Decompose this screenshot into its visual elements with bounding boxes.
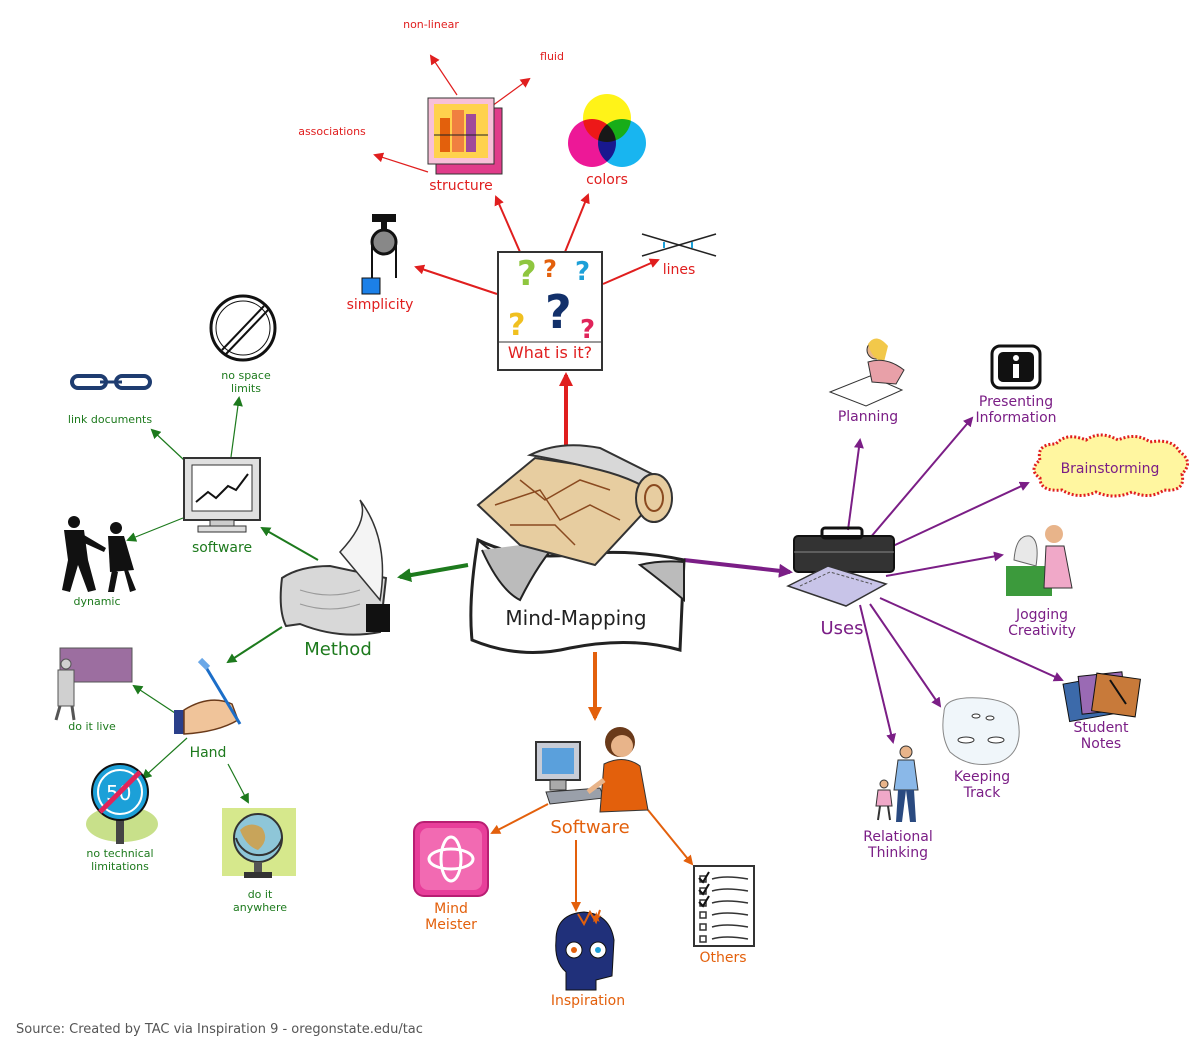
nospace-label: no space limits bbox=[221, 369, 271, 395]
checklist-icon bbox=[693, 865, 755, 947]
footprints-icon bbox=[942, 697, 1020, 765]
svg-text:?: ? bbox=[575, 257, 590, 287]
keeping-label: Keeping Track bbox=[953, 769, 1011, 802]
brainstorming-label: Brainstorming bbox=[1060, 461, 1160, 477]
edge-method-software bbox=[260, 527, 319, 561]
whatisit-label: What is it? bbox=[507, 343, 593, 362]
svg-text:?: ? bbox=[517, 254, 537, 294]
edge-software-dynamic bbox=[126, 517, 184, 542]
colors-label: colors bbox=[586, 172, 628, 188]
method-label: Method bbox=[304, 639, 372, 660]
edge-whatisit-colors bbox=[564, 193, 590, 253]
lines-label: lines bbox=[662, 262, 696, 278]
presenter-board-icon bbox=[54, 647, 133, 721]
source-caption: Source: Created by TAC via Inspiration 9… bbox=[16, 1022, 423, 1037]
planning-label: Planning bbox=[837, 409, 899, 425]
svg-text:?: ? bbox=[508, 308, 525, 343]
edge-structure-associations bbox=[373, 152, 429, 173]
inspiration-head-icon: ★ bbox=[555, 909, 615, 991]
colors-venn-icon bbox=[568, 94, 646, 167]
svg-text:?: ? bbox=[543, 255, 557, 283]
edge-center-method bbox=[397, 563, 469, 582]
inspiration-label: Inspiration bbox=[550, 993, 626, 1009]
relational-label: Relational Thinking bbox=[863, 829, 933, 862]
uses-label: Uses bbox=[820, 618, 864, 639]
brainstorm-cloud-icon bbox=[1032, 433, 1189, 498]
dynamic-label: dynamic bbox=[73, 595, 121, 608]
others-label: Others bbox=[699, 950, 747, 966]
hand-label: Hand bbox=[189, 745, 227, 761]
notebooks-icon bbox=[1062, 671, 1141, 723]
chain-link-icon bbox=[70, 374, 152, 390]
linkdocs-label: link documents bbox=[67, 413, 153, 426]
dancers-icon bbox=[62, 516, 136, 592]
edge-whatisit-structure bbox=[494, 195, 521, 253]
nonlinear-label: non-linear bbox=[403, 18, 459, 31]
center-scroll-icon bbox=[469, 444, 686, 654]
quill-scroll-icon bbox=[279, 499, 390, 636]
structure-icon bbox=[427, 97, 503, 175]
speed-sign-icon bbox=[209, 294, 277, 362]
edge-software-others bbox=[647, 809, 694, 866]
structure-label: structure bbox=[429, 178, 493, 194]
monitor-icon bbox=[183, 457, 261, 533]
hand-writing-icon bbox=[174, 657, 242, 735]
mindmeister-label: Mind Meister bbox=[425, 901, 477, 934]
edge-structure-fluid bbox=[491, 77, 531, 107]
jogging-label: Jogging Creativity bbox=[1008, 607, 1076, 640]
edge-uses-planning bbox=[847, 438, 864, 531]
pulley-icon bbox=[361, 214, 398, 295]
sculptor-icon bbox=[1006, 525, 1073, 596]
edge-uses-presenting bbox=[869, 416, 974, 539]
toolcase-keyboard-icon bbox=[786, 526, 895, 607]
crossed-sign-icon: 50 bbox=[86, 763, 158, 844]
globe-icon bbox=[222, 808, 296, 878]
edge-uses-brainstorming bbox=[879, 481, 1030, 553]
info-icon bbox=[990, 344, 1042, 390]
live-label: do it live bbox=[68, 720, 116, 733]
svg-text:★: ★ bbox=[590, 910, 603, 926]
anywhere-label: do it anywhere bbox=[232, 888, 287, 914]
notech-label: no technical limitations bbox=[86, 847, 154, 873]
svg-text:?: ? bbox=[580, 315, 595, 345]
software-method-label: software bbox=[191, 540, 253, 556]
edge-structure-nonlinear bbox=[429, 54, 458, 96]
edge-hand-notech bbox=[141, 737, 188, 780]
what-is-it-box: ? ? ? ? ? ? bbox=[497, 251, 603, 371]
edge-uses-student bbox=[879, 597, 1064, 682]
edge-hand-anywhere bbox=[227, 763, 249, 804]
lines-icon bbox=[641, 233, 717, 257]
edge-whatisit-simplicity bbox=[414, 264, 498, 295]
edge-center-uses bbox=[683, 558, 793, 578]
simplicity-label: simplicity bbox=[346, 297, 414, 313]
svg-text:?: ? bbox=[545, 285, 572, 339]
mindmeister-icon bbox=[413, 821, 489, 897]
edge-whatisit-lines bbox=[602, 258, 660, 285]
planning-figure-icon bbox=[828, 338, 905, 407]
associations-label: associations bbox=[298, 125, 366, 138]
edge-uses-jogging bbox=[885, 551, 1004, 577]
fluid-label: fluid bbox=[540, 50, 564, 63]
edge-software-nospace bbox=[230, 396, 243, 458]
edge-hand-live bbox=[132, 684, 179, 716]
center-label: Mind-Mapping bbox=[505, 606, 647, 630]
student-label: Student Notes bbox=[1073, 720, 1129, 753]
edge-software-linkdocs bbox=[150, 428, 185, 461]
edge-method-hand bbox=[226, 626, 283, 664]
edge-uses-relational bbox=[859, 604, 896, 744]
edge-software-mindmeister bbox=[490, 803, 549, 834]
software-label: Software bbox=[550, 817, 630, 838]
woman-computer-icon bbox=[535, 727, 649, 813]
presenting-label: Presenting Information bbox=[975, 394, 1057, 427]
adult-child-icon bbox=[875, 745, 919, 822]
edge-uses-keeping bbox=[869, 603, 942, 708]
